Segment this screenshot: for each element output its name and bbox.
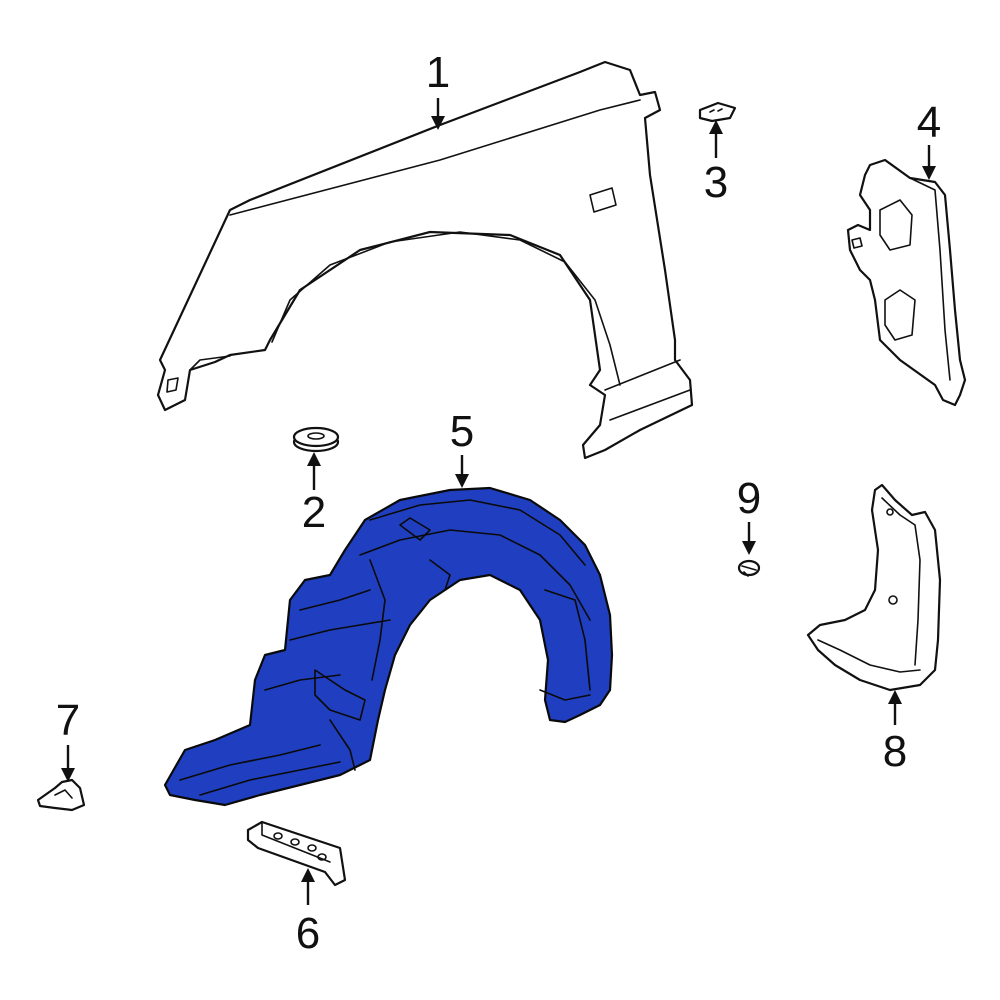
arrow-1-head — [431, 116, 445, 130]
callout-4: 4 — [917, 98, 941, 147]
callout-7: 7 — [56, 696, 80, 745]
callout-5: 5 — [450, 407, 474, 456]
arrow-6-head — [301, 868, 315, 882]
callout-9: 9 — [737, 474, 761, 523]
callout-1: 1 — [426, 48, 450, 97]
part-8-mud-flap[interactable] — [806, 483, 942, 692]
arrow-3-head — [709, 120, 723, 134]
callout-8: 8 — [883, 727, 907, 776]
callout-2: 2 — [302, 488, 326, 537]
arrow-8-head — [888, 690, 902, 704]
callout-arrows — [61, 98, 936, 905]
part-7-retainer[interactable] — [36, 778, 86, 812]
part-5-fender-liner[interactable] — [163, 486, 614, 807]
part-1-fender[interactable] — [156, 60, 694, 460]
arrow-9-head — [742, 541, 756, 555]
callout-3: 3 — [704, 158, 728, 207]
part-9-push-clip[interactable] — [737, 559, 761, 577]
arrow-7-head — [61, 768, 75, 782]
arrow-2-head — [307, 452, 321, 466]
part-3-clip[interactable] — [698, 101, 737, 123]
part-6-stay[interactable] — [246, 820, 347, 887]
part-2-washer[interactable] — [292, 426, 340, 453]
part-4-bracket[interactable] — [846, 158, 967, 407]
callout-6: 6 — [296, 909, 320, 958]
arrow-4-head — [922, 166, 936, 180]
callout-labels: 1 2 3 4 5 6 7 8 9 — [56, 48, 941, 958]
arrow-5-head — [455, 474, 469, 488]
